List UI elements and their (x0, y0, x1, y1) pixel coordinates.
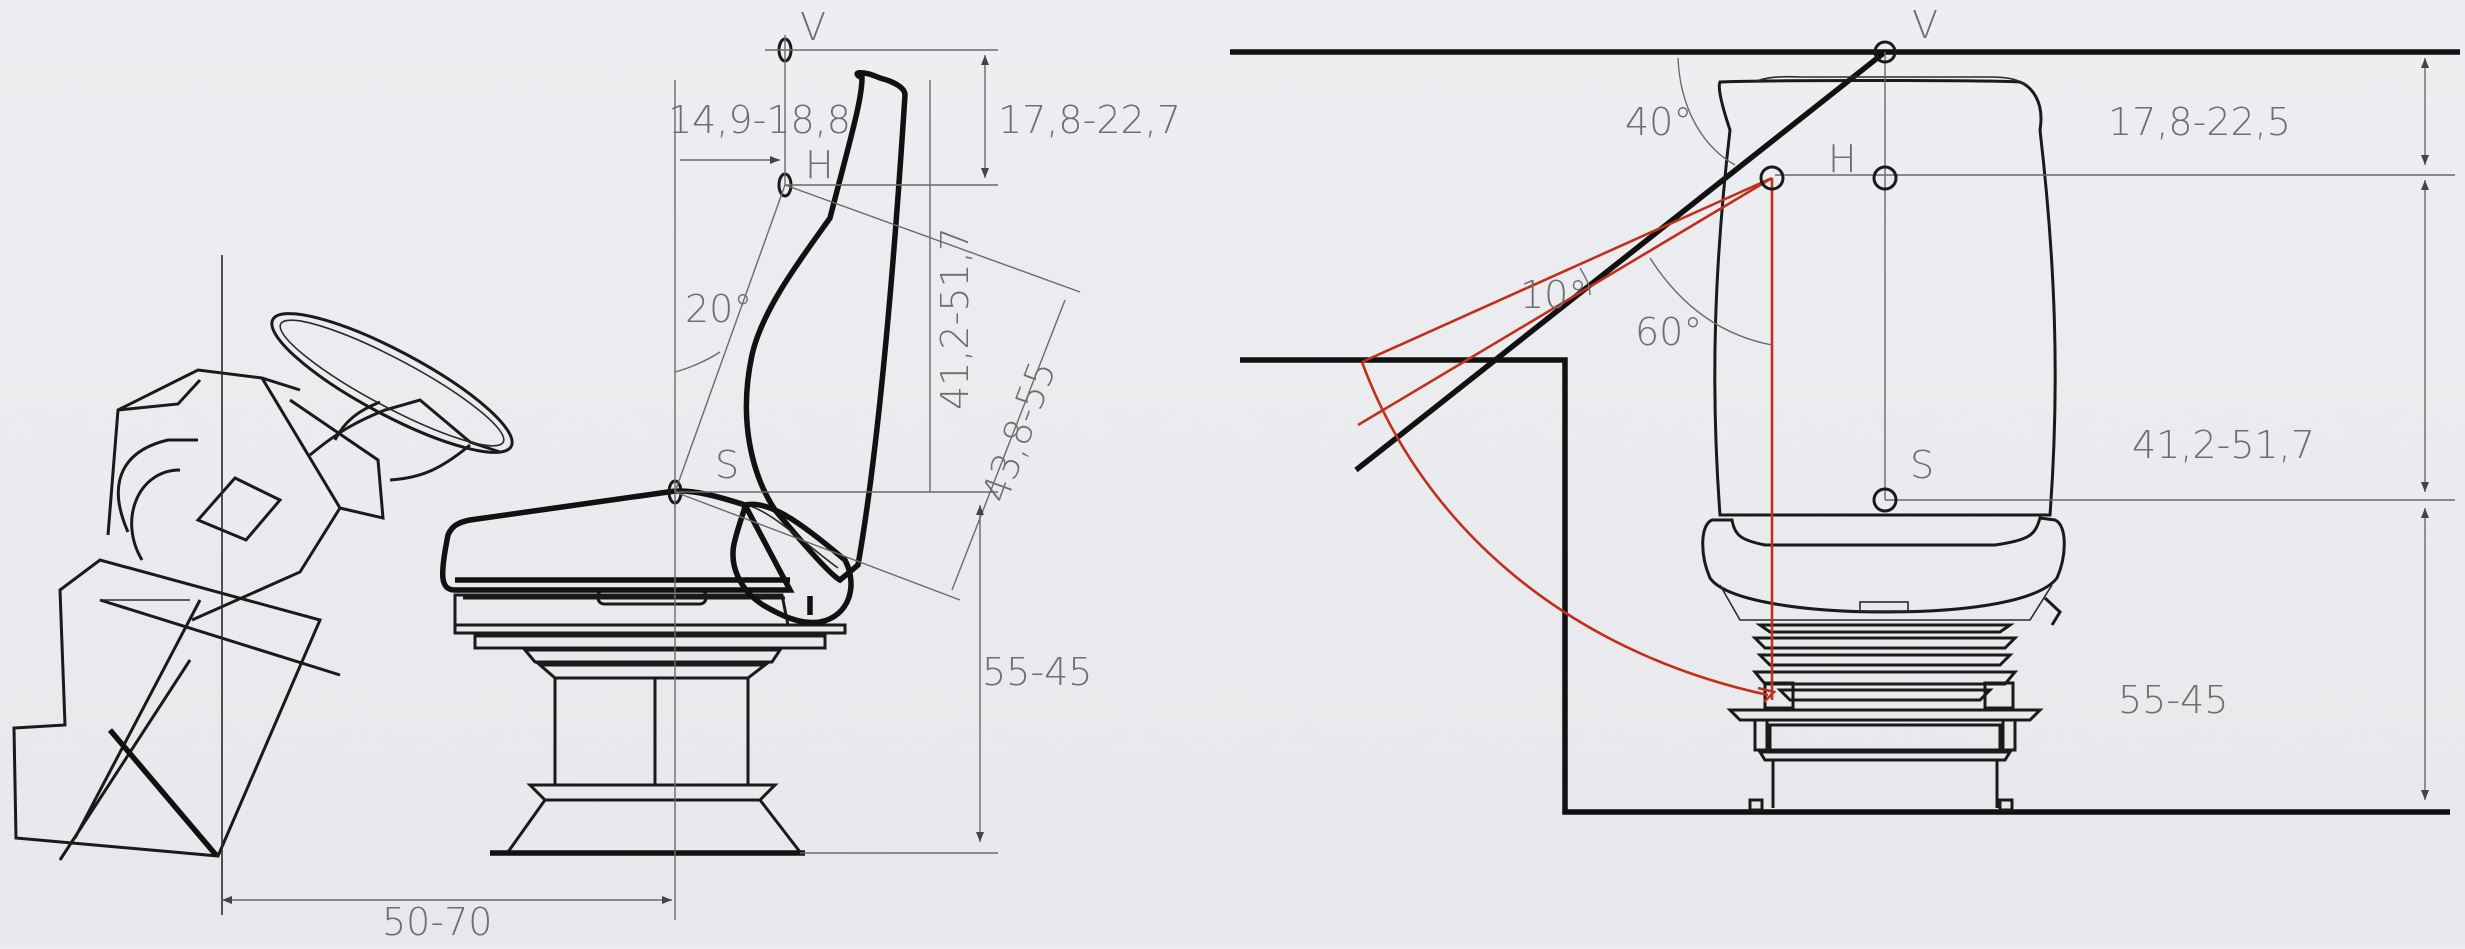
right-suspension (1726, 623, 2044, 812)
right-dimension-lines (1579, 52, 2455, 800)
left-side-view: V H S (12, 5, 1181, 944)
dim-vh-right: 17,8-22,5 (2108, 100, 2291, 144)
dim-hs-left: 41,2-51,7 (933, 227, 977, 410)
label-v-left: V (800, 5, 826, 49)
angle-60-right: 60° (1635, 310, 1702, 354)
cab-floor-line (1240, 357, 2450, 815)
point-h-right (1872, 165, 1898, 191)
dim-hs-right: 41,2-51,7 (2132, 423, 2315, 467)
a-pillar (1354, 49, 1887, 473)
left-dimension-lines (222, 35, 1081, 920)
left-seat-back (743, 70, 908, 584)
left-arrowheads (222, 55, 989, 904)
dim-vh-left: 17,8-22,7 (998, 98, 1181, 142)
dim-diag-left: 43,8-55 (973, 355, 1065, 508)
label-v-right: V (1912, 3, 1938, 47)
dim-height-right: 55-45 (2118, 678, 2228, 722)
left-seat-base (453, 588, 847, 854)
angle-20-left: 20° (685, 287, 752, 331)
dim-height-left: 55-45 (982, 650, 1092, 694)
angle-40-right: 40° (1625, 100, 1692, 144)
dim-reach-left: 50-70 (382, 900, 492, 944)
right-front-view: V H S 40° 10° 60° 17,8-22,5 41,2-51,7 55… (1230, 3, 2460, 815)
label-s-left: S (715, 443, 739, 487)
point-eye-right (1759, 165, 1785, 191)
right-seat-back (1713, 79, 2057, 517)
pedal (107, 728, 219, 857)
steering-wheel (270, 312, 514, 454)
dim-h-offset-left: 14,9-18,8 (668, 98, 851, 142)
label-s-right: S (1910, 443, 1934, 487)
point-v-right (1873, 40, 1897, 64)
angle-10-right: 10° (1520, 273, 1587, 317)
right-arrowheads (2421, 58, 2429, 800)
left-seat-cushion (439, 488, 795, 593)
left-lumbar-roll (730, 501, 854, 626)
label-h-left: H (805, 143, 834, 187)
label-h-right: H (1828, 137, 1857, 181)
sightline (1357, 176, 1777, 703)
pedal-assembly (12, 255, 501, 915)
right-seat-cushion (1701, 516, 2066, 614)
point-s-right (1872, 487, 1898, 513)
